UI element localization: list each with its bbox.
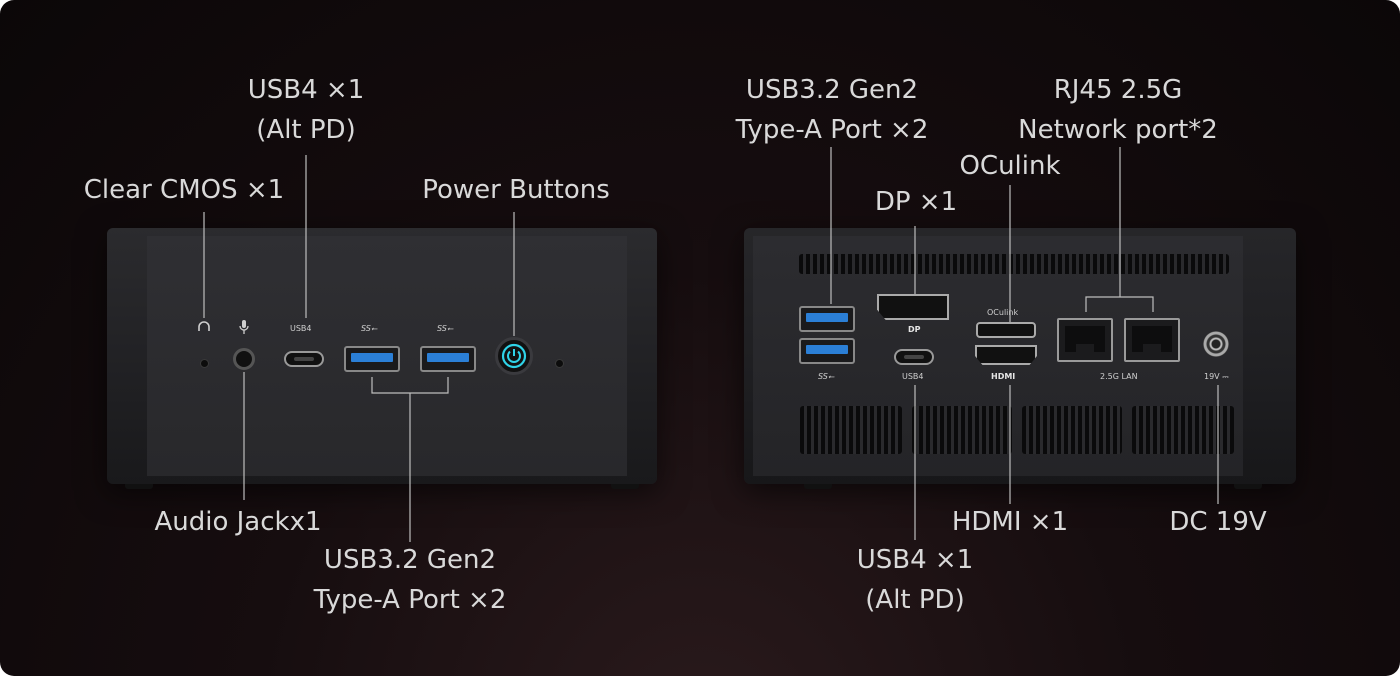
oculink-port[interactable] — [976, 322, 1036, 338]
label-line: Network port*2 — [1018, 115, 1218, 145]
bottom-vent-1 — [800, 406, 902, 454]
label-usb32-back: USB3.2 Gen2 Type-A Port ×2 — [704, 70, 960, 150]
back-device: SS⭠ DP USB4 OCulink HDMI 2.5G LAN 19V ⎓ — [744, 228, 1296, 489]
label-line: USB3.2 Gen2 — [745, 75, 919, 105]
bottom-vent-3 — [1022, 406, 1122, 454]
dp-port[interactable] — [877, 294, 949, 320]
label-usb32-front: USB3.2 Gen2 Type-A Port ×2 — [282, 540, 538, 620]
lan-print-label: 2.5G LAN — [1100, 372, 1138, 381]
label-usb4-back: USB4 ×1 (Alt PD) — [832, 540, 998, 620]
label-oculink: OCulink — [959, 151, 1061, 181]
front-device: USB4 SS⭠ SS⭠ — [107, 228, 657, 489]
top-vent — [799, 254, 1229, 274]
usb4-print-label: USB4 — [290, 324, 312, 333]
label-line: Type-A Port ×2 — [735, 115, 929, 145]
label-audio-jack: Audio Jackx1 — [154, 507, 322, 537]
label-line: (Alt PD) — [865, 585, 965, 615]
power-button[interactable] — [495, 337, 533, 375]
clear-cmos-hole[interactable] — [200, 359, 209, 368]
back-usb-a-port-1[interactable] — [799, 306, 855, 332]
label-clear-cmos: Clear CMOS ×1 — [83, 175, 285, 205]
usb-ss-print-label: SS⭠ — [437, 324, 454, 333]
label-line: USB3.2 Gen2 — [323, 545, 497, 575]
label-line: USB4 ×1 — [856, 545, 974, 575]
usb4-port[interactable] — [284, 351, 324, 367]
dc-power-jack[interactable] — [1203, 331, 1229, 357]
microphone-icon — [239, 320, 249, 334]
rj45-port-2[interactable] — [1124, 318, 1180, 362]
label-usb4-front: USB4 ×1 (Alt PD) — [206, 70, 406, 150]
hdmi-port[interactable] — [975, 345, 1037, 365]
label-line: RJ45 2.5G — [1053, 75, 1183, 105]
oculink-print-label: OCulink — [987, 308, 1019, 317]
device-foot — [125, 484, 153, 489]
device-foot — [1234, 484, 1262, 489]
headphone-icon — [198, 321, 210, 331]
usb-a-port-1[interactable] — [344, 346, 400, 372]
power-icon — [501, 343, 527, 369]
device-foot — [611, 484, 639, 489]
label-dp: DP ×1 — [874, 187, 958, 217]
usb-ss-print-label: SS⭠ — [818, 372, 835, 381]
label-line: Type-A Port ×2 — [313, 585, 507, 615]
bottom-vent-4 — [1132, 406, 1234, 454]
label-hdmi: HDMI ×1 — [951, 507, 1069, 537]
label-line: USB4 ×1 — [247, 75, 365, 105]
bottom-vent-2 — [912, 406, 1012, 454]
usb4-print-label: USB4 — [902, 372, 924, 381]
dc-print-label: 19V ⎓ — [1204, 372, 1229, 381]
dp-print-label: DP — [908, 325, 921, 334]
back-usb-a-port-2[interactable] — [799, 338, 855, 364]
label-power-buttons: Power Buttons — [422, 175, 610, 205]
label-dc: DC 19V — [1169, 507, 1267, 537]
indicator-hole — [555, 359, 564, 368]
label-rj45: RJ45 2.5G Network port*2 — [998, 70, 1238, 150]
hdmi-print-label: HDMI — [991, 372, 1016, 381]
label-line: (Alt PD) — [256, 115, 356, 145]
device-foot — [804, 484, 832, 489]
usb-ss-print-label: SS⭠ — [361, 324, 378, 333]
back-usb4-port[interactable] — [894, 349, 934, 365]
rj45-port-1[interactable] — [1057, 318, 1113, 362]
usb-a-port-2[interactable] — [420, 346, 476, 372]
audio-jack[interactable] — [233, 348, 255, 370]
